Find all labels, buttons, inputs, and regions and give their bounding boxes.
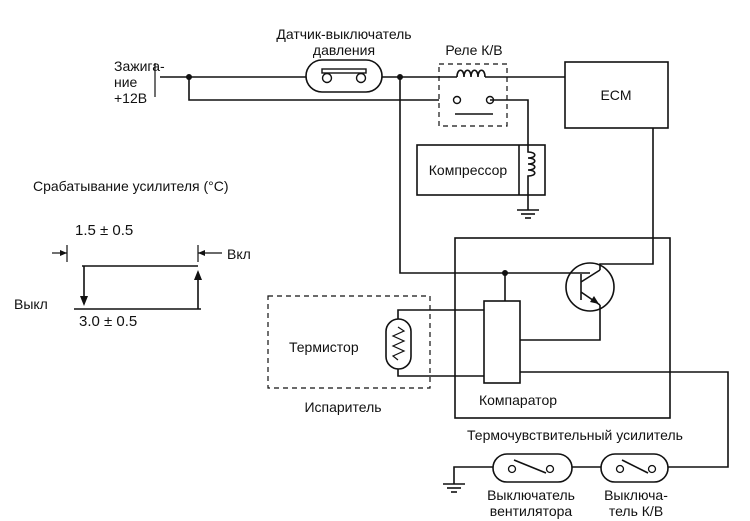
thermistor-label: Термистор — [289, 339, 359, 355]
ac-switch — [600, 453, 669, 483]
pressure-switch — [305, 59, 383, 93]
transistor-icon — [565, 262, 615, 312]
hysteresis-graph — [52, 245, 222, 310]
ecm-box — [564, 61, 669, 129]
compressor-coil — [527, 145, 536, 195]
amp-to-ac-switch-wire — [520, 371, 729, 468]
amp-trigger-title: Срабатывание усилителя (°C) — [33, 178, 229, 194]
compressor-box — [416, 144, 546, 196]
comparator-box — [483, 300, 521, 384]
relay-coil — [456, 69, 486, 78]
fan-switch-label-line1: Выключатель — [487, 487, 575, 503]
compressor-ground-icon — [517, 209, 539, 219]
pressure-switch-label: Датчик-выключатель давления — [276, 26, 411, 58]
relay-feed-to-amp-wire — [399, 77, 590, 274]
fan-switch-ground-wire — [453, 466, 493, 484]
relay-contact — [452, 95, 495, 115]
switch-ground-icon — [443, 483, 465, 493]
transistor-to-comparator-wire — [520, 305, 601, 341]
fan-switch-label-line2: вентилятора — [490, 503, 573, 519]
fan-switch — [492, 453, 573, 483]
off-label: Выкл — [14, 296, 48, 312]
off-value: 3.0 ± 0.5 — [79, 313, 137, 330]
pressure-switch-label-line2: давления — [313, 42, 375, 58]
thermistor-bottom-wire — [397, 369, 484, 377]
relay-label: Реле К/В — [445, 42, 502, 58]
thermistor-icon — [385, 318, 412, 370]
ac-switch-label-line1: Выключа- — [604, 487, 668, 503]
thermo-amp-label: Термочувствительный усилитель — [467, 427, 683, 443]
relay-to-compressor-wire — [490, 99, 529, 145]
relay-box — [438, 63, 508, 127]
thermistor-top-wire — [397, 309, 484, 319]
compressor-label: Компрессор — [429, 162, 508, 178]
evaporator-label: Испаритель — [304, 399, 381, 415]
ignition-label: Зажига- ние +12В — [114, 58, 165, 106]
transistor-to-ecm-wire — [599, 128, 654, 270]
ac-switch-label-line2: тель К/В — [609, 503, 663, 519]
on-value: 1.5 ± 0.5 — [75, 222, 133, 239]
on-label: Вкл — [227, 246, 251, 262]
evaporator-box — [267, 295, 431, 389]
ecm-label: ECM — [600, 87, 631, 103]
pressure-switch-label-line1: Датчик-выключатель — [276, 26, 411, 42]
ignition-label-line3: +12В — [114, 90, 147, 106]
ignition-to-relay-contact-wire — [188, 77, 439, 101]
comparator-label: Компаратор — [479, 392, 557, 408]
ignition-label-line1: Зажига- — [114, 58, 165, 74]
thermo-amp-box — [454, 237, 671, 419]
ignition-label-line2: ние — [114, 74, 138, 90]
